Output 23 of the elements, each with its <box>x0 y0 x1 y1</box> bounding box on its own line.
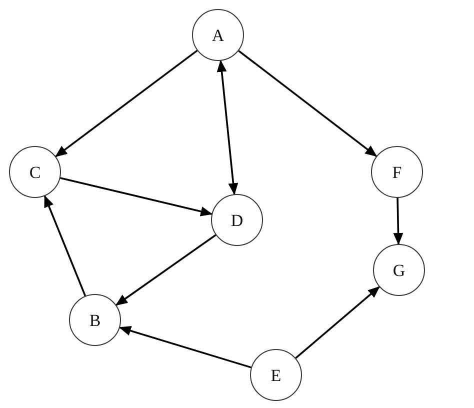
node-label: A <box>212 26 224 44</box>
arrow <box>393 198 404 245</box>
arrow <box>115 234 216 306</box>
arrow <box>295 286 380 359</box>
node-circle <box>9 146 61 198</box>
node-circle <box>192 9 244 61</box>
node-label: F <box>392 164 402 180</box>
arrow <box>118 326 252 368</box>
node-label: D <box>230 212 244 228</box>
node-circle <box>250 349 302 401</box>
arrow <box>216 60 238 196</box>
arrow <box>60 177 213 216</box>
arrow <box>44 195 86 296</box>
node-circle <box>371 146 423 198</box>
node-label: G <box>392 262 406 278</box>
node-label: C <box>29 164 41 180</box>
node-circle <box>69 294 121 346</box>
arrow <box>238 50 378 157</box>
node-circle <box>373 244 425 296</box>
arrow <box>55 50 198 158</box>
node-circle <box>211 194 263 246</box>
node-label: B <box>89 312 101 328</box>
node-label: E <box>270 366 282 384</box>
